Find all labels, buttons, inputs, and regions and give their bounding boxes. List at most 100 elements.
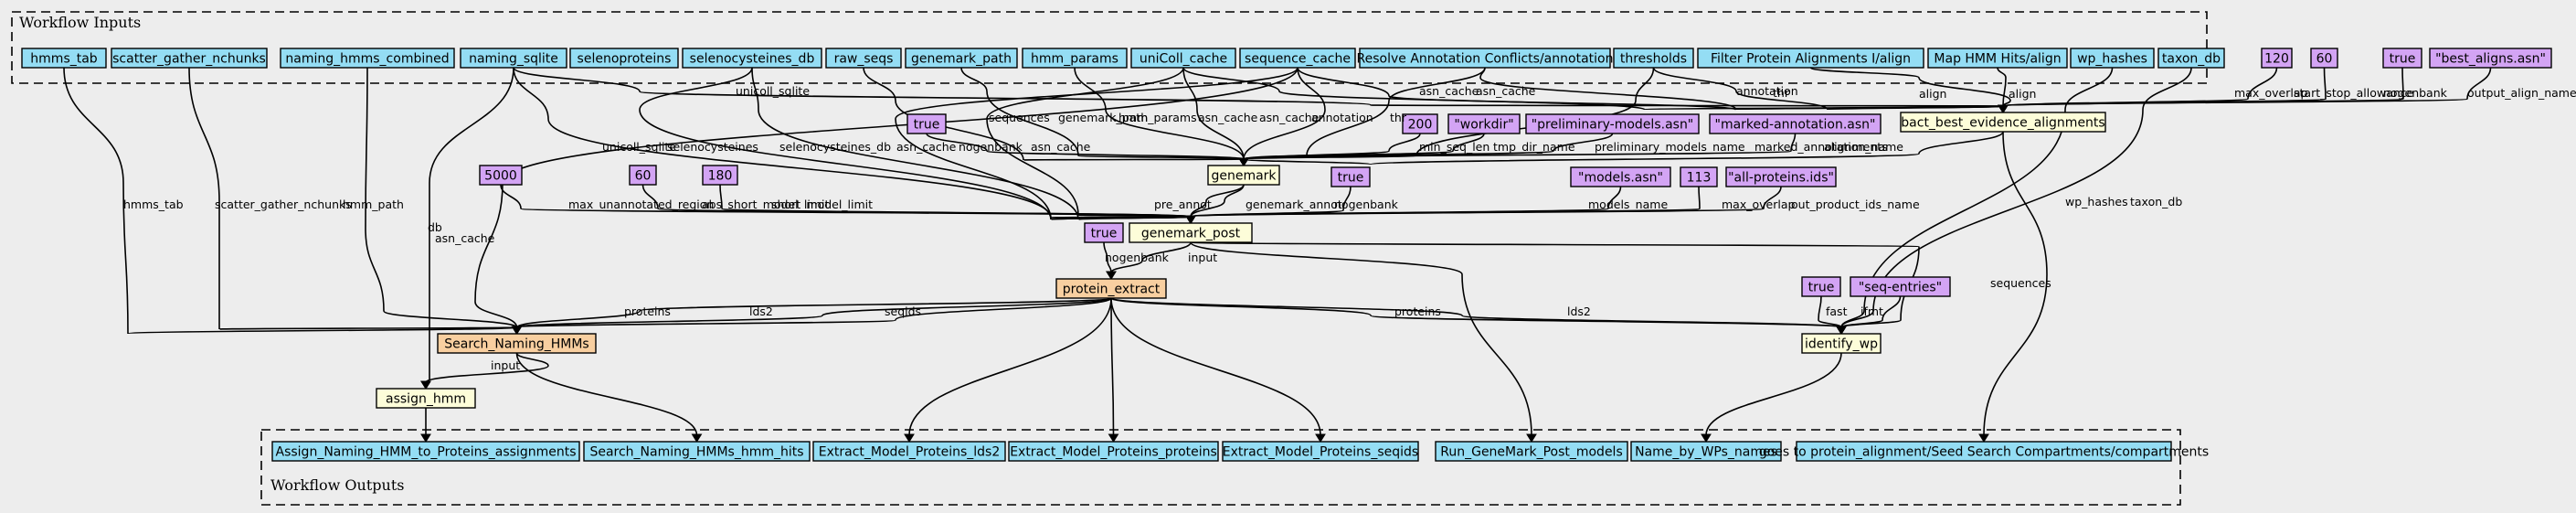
node-box — [1239, 48, 1356, 69]
edge-label: max_overlap — [1722, 198, 1795, 211]
edge-label: align — [1919, 87, 1946, 101]
edge-line — [1809, 67, 2011, 107]
edge-arrowhead — [691, 433, 703, 443]
node-box — [1008, 441, 1219, 462]
edge-line — [1243, 133, 1485, 160]
node-box — [1435, 441, 1628, 462]
workflow-inputs-label: Workflow Inputs — [19, 14, 141, 31]
edge-p_true_d-to-s_protein_extract — [1103, 241, 1117, 280]
edge-line — [863, 67, 1245, 161]
edge-line — [1243, 131, 2004, 166]
edge-label: proteins — [624, 305, 671, 318]
edge-in_naming_sqlite-to-s_genemark_post — [513, 67, 1196, 224]
node-label: protein_extract — [1063, 283, 1161, 297]
edge-label: genemark_annot — [1246, 198, 1342, 211]
edge-s_protein_extract-to-o_lds2 — [904, 297, 1112, 443]
input-node-in_resolve: Resolve Annotation Conflicts/annotation — [1357, 48, 1613, 69]
edge-label: sequences — [1990, 276, 2051, 290]
node-box — [702, 165, 738, 186]
edge-line — [513, 67, 2004, 107]
node-box — [825, 48, 902, 69]
node-box — [2261, 48, 2293, 69]
output-node-o_seqids: Extract_Model_Proteins_seqids — [1222, 441, 1419, 462]
param-node-p_prelim: "preliminary-models.asn" — [1525, 113, 1700, 134]
input-node-in_maphmm: Map HMM Hits/align — [1927, 48, 2068, 69]
node-label: uniColl_cache — [1140, 52, 1227, 67]
edge-line — [1182, 67, 2004, 111]
output-node-o_assign: Assign_Naming_HMM_to_Proteins_assignment… — [271, 441, 580, 462]
node-box — [1709, 113, 1882, 134]
node-label: scatter_gather_nchunks — [112, 52, 266, 67]
edge-line — [1190, 186, 1782, 218]
edge-arrowhead — [1185, 215, 1196, 224]
param-node-p_200: 200 — [1402, 113, 1438, 134]
node-box — [21, 48, 107, 69]
edge-label: hmm_path — [343, 198, 404, 211]
input-node-in_unicoll: uniColl_cache — [1130, 48, 1236, 69]
node-label: "best_aligns.asn" — [2435, 52, 2546, 67]
node-label: "workdir" — [1454, 118, 1513, 133]
node-box — [1796, 441, 2172, 462]
edge-label: preliminary_models_name — [1595, 140, 1745, 154]
edge-label: output_align_name — [2467, 86, 2576, 100]
input-node-in_thresholds: thresholds — [1613, 48, 1694, 69]
edge-label: tmp_dir_name — [1493, 140, 1575, 154]
param-node-p_true_b: true — [906, 113, 947, 134]
edge-label: unicoll_sqlite — [736, 84, 810, 98]
output-node-o_compart: goes to protein_alignment/Seed Search Co… — [1759, 441, 2209, 462]
node-label: 120 — [2264, 52, 2289, 67]
edge-line — [515, 297, 1112, 328]
edge-label: taxon_db — [2130, 195, 2182, 208]
param-node-p_113: 113 — [1680, 166, 1718, 187]
node-label: selenoproteins — [578, 52, 672, 67]
node-box — [1129, 222, 1253, 243]
input-node-in_raw_seqs: raw_seqs — [825, 48, 902, 69]
param-node-p_models: "models.asn" — [1570, 166, 1671, 187]
input-node-in_wp_hashes: wp_hashes — [2070, 48, 2155, 69]
node-box — [2310, 48, 2338, 69]
edge-line — [1110, 241, 1192, 273]
edge-s_search-to-o_hits — [515, 352, 703, 443]
node-box — [1570, 166, 1671, 187]
node-label: hmm_params — [1031, 52, 1118, 67]
node-label: genemark — [1211, 169, 1277, 184]
edge-label: unicoll_sqlite — [602, 140, 676, 154]
node-box — [460, 48, 567, 69]
output-node-o_names: Name_by_WPs_names — [1630, 441, 1782, 462]
edge-s_protein_extract-to-s_identify — [1110, 297, 1847, 335]
edge-in_wp_hashes-to-s_identify — [1836, 67, 2114, 335]
output-node-o_models: Run_GeneMark_Post_models — [1435, 441, 1628, 462]
node-label: true — [1808, 281, 1835, 295]
edge-line — [1243, 67, 1655, 160]
edge-arrowhead — [1526, 433, 1537, 443]
edge-label: annotation — [1736, 84, 1798, 98]
node-label: 113 — [1687, 171, 1712, 186]
node-label: 5000 — [484, 169, 517, 184]
edge-label: asn_cache — [1031, 140, 1091, 154]
edge-line — [365, 67, 518, 328]
edge-line — [1983, 131, 2048, 436]
edge-arrowhead — [420, 433, 431, 443]
node-box — [905, 48, 1018, 69]
edge-s_bact-to-o_compart — [1978, 131, 2048, 443]
node-label: 180 — [708, 169, 733, 184]
node-label: "models.asn" — [1578, 171, 1663, 186]
input-node-in_genemark_path: genemark_path — [905, 48, 1018, 69]
edge-arrowhead — [1998, 104, 2009, 113]
node-label: genemark_path — [911, 52, 1012, 67]
edge-label: out_product_ids_name — [1791, 198, 1920, 211]
node-label: 60 — [2316, 52, 2333, 67]
node-box — [1697, 48, 1924, 69]
node-label: 200 — [1408, 118, 1433, 133]
edge-label: db — [428, 220, 442, 234]
edge-line — [1110, 297, 1321, 436]
node-box — [1725, 166, 1837, 187]
node-box — [2429, 48, 2552, 69]
edge-label: lds2 — [1567, 305, 1591, 318]
edge-label: max_overlap — [2234, 86, 2307, 100]
param-node-p_true_c: true — [1330, 166, 1371, 187]
edge-label: models_name — [1588, 198, 1668, 211]
edge-label: max_unannotated_region — [568, 198, 714, 211]
node-label: naming_hmms_combined — [285, 52, 449, 67]
node-label: "preliminary-models.asn" — [1532, 118, 1694, 133]
